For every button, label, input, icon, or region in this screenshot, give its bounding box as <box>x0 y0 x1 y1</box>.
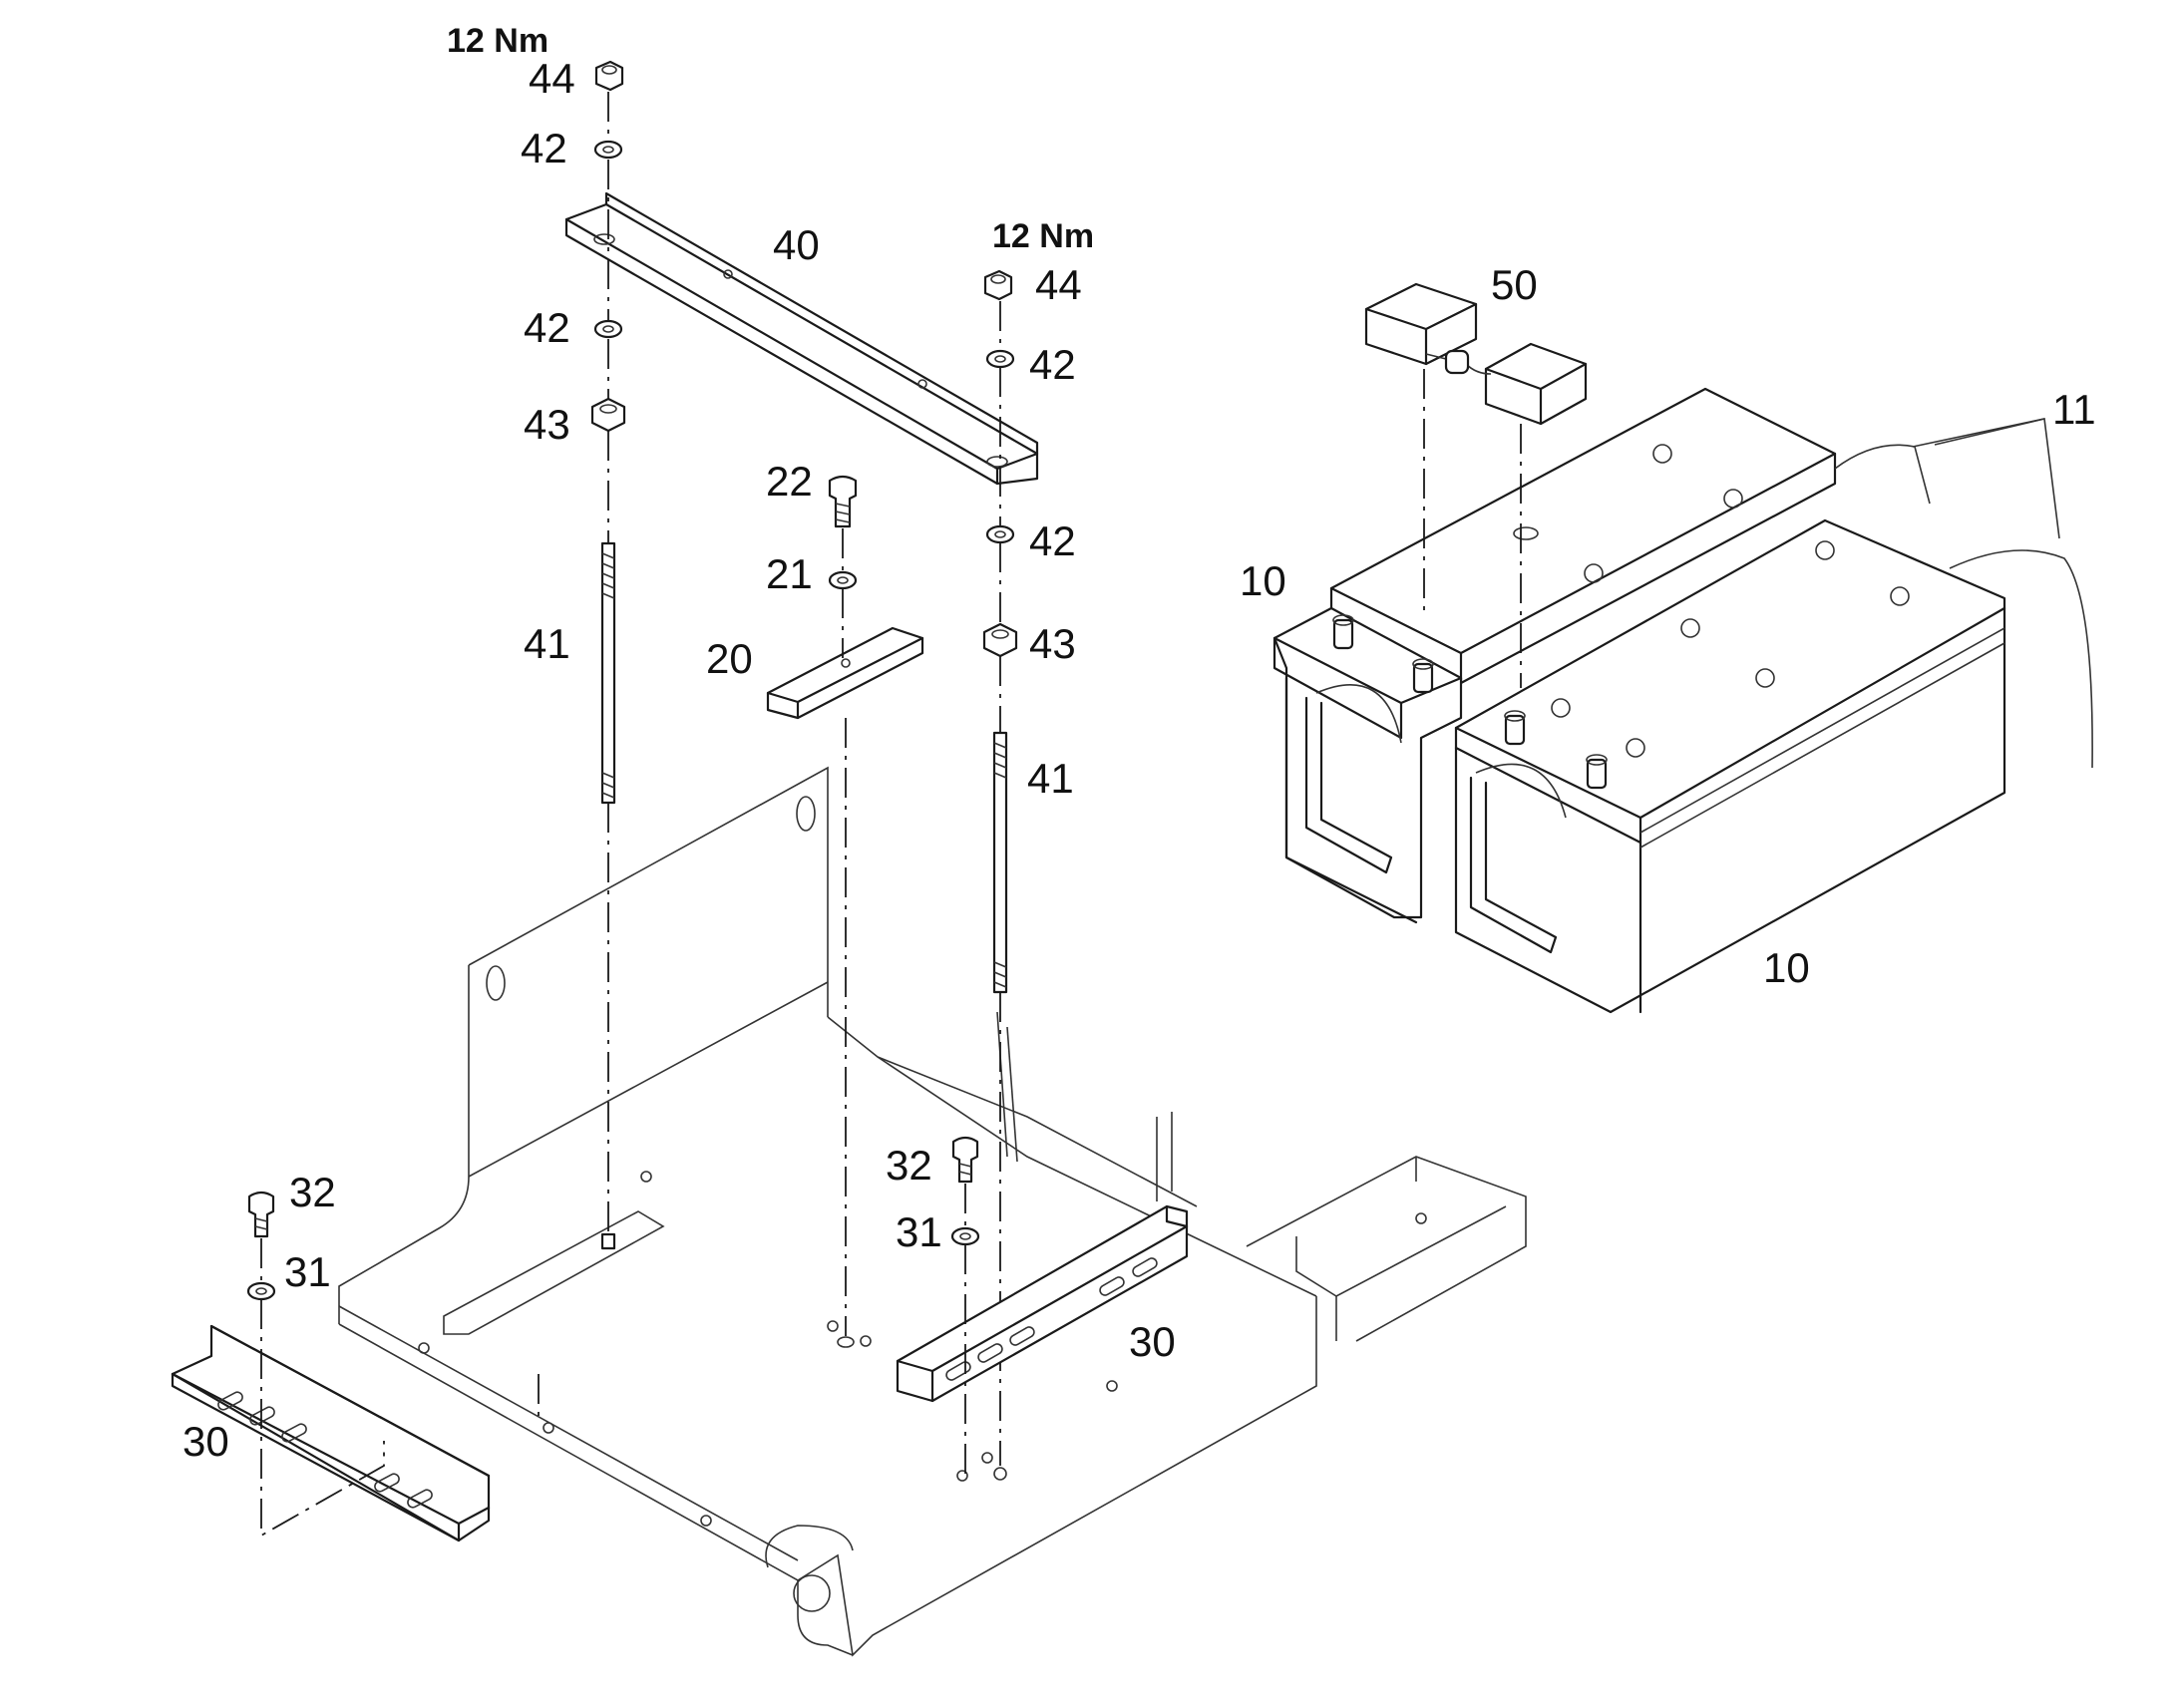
callout-50: 50 <box>1491 261 1538 308</box>
left-fastener-stack <box>590 60 626 1251</box>
callout-30-left: 30 <box>182 1418 229 1465</box>
callout-41-left: 41 <box>524 620 570 667</box>
callout-22: 22 <box>766 458 813 505</box>
hold-down-plate-20 <box>766 475 924 1348</box>
callout-42-right-upper: 42 <box>1029 341 1076 388</box>
callout-32-right: 32 <box>886 1142 932 1189</box>
torque-label-right: 12 Nm <box>992 217 1095 255</box>
callout-44-right: 44 <box>1035 261 1082 308</box>
angle-bracket-30-left <box>171 1191 540 1542</box>
callout-44-left: 44 <box>529 55 575 102</box>
callout-11: 11 <box>2052 386 2096 433</box>
callout-43-right: 43 <box>1029 620 1076 667</box>
callout-30-right: 30 <box>1129 1318 1176 1365</box>
angle-bracket-30-right <box>896 1136 1189 1476</box>
callout-42-right-lower: 42 <box>1029 517 1076 564</box>
callout-40: 40 <box>773 221 820 268</box>
battery-left-10 <box>1272 606 1463 924</box>
callout-20: 20 <box>706 635 753 682</box>
callout-21: 21 <box>766 550 813 597</box>
callout-10-left: 10 <box>1240 557 1286 604</box>
right-fastener-stack <box>982 269 1018 1481</box>
callout-31-left: 31 <box>284 1248 331 1295</box>
callout-41-right: 41 <box>1027 755 1074 802</box>
callout-43-left: 43 <box>524 401 570 448</box>
torque-label-top: 12 Nm <box>447 22 549 60</box>
battery-front-10 <box>1454 518 2006 1014</box>
callout-10-right: 10 <box>1763 944 1810 991</box>
clamp-bar-40 <box>564 191 1039 486</box>
callout-42-top: 42 <box>521 125 567 171</box>
terminal-covers-50 <box>1364 282 1588 688</box>
callout-31-right: 31 <box>896 1208 942 1255</box>
callout-42-left: 42 <box>524 304 570 351</box>
battery-cables-11 <box>1834 418 2093 769</box>
callout-32-left: 32 <box>289 1169 336 1215</box>
